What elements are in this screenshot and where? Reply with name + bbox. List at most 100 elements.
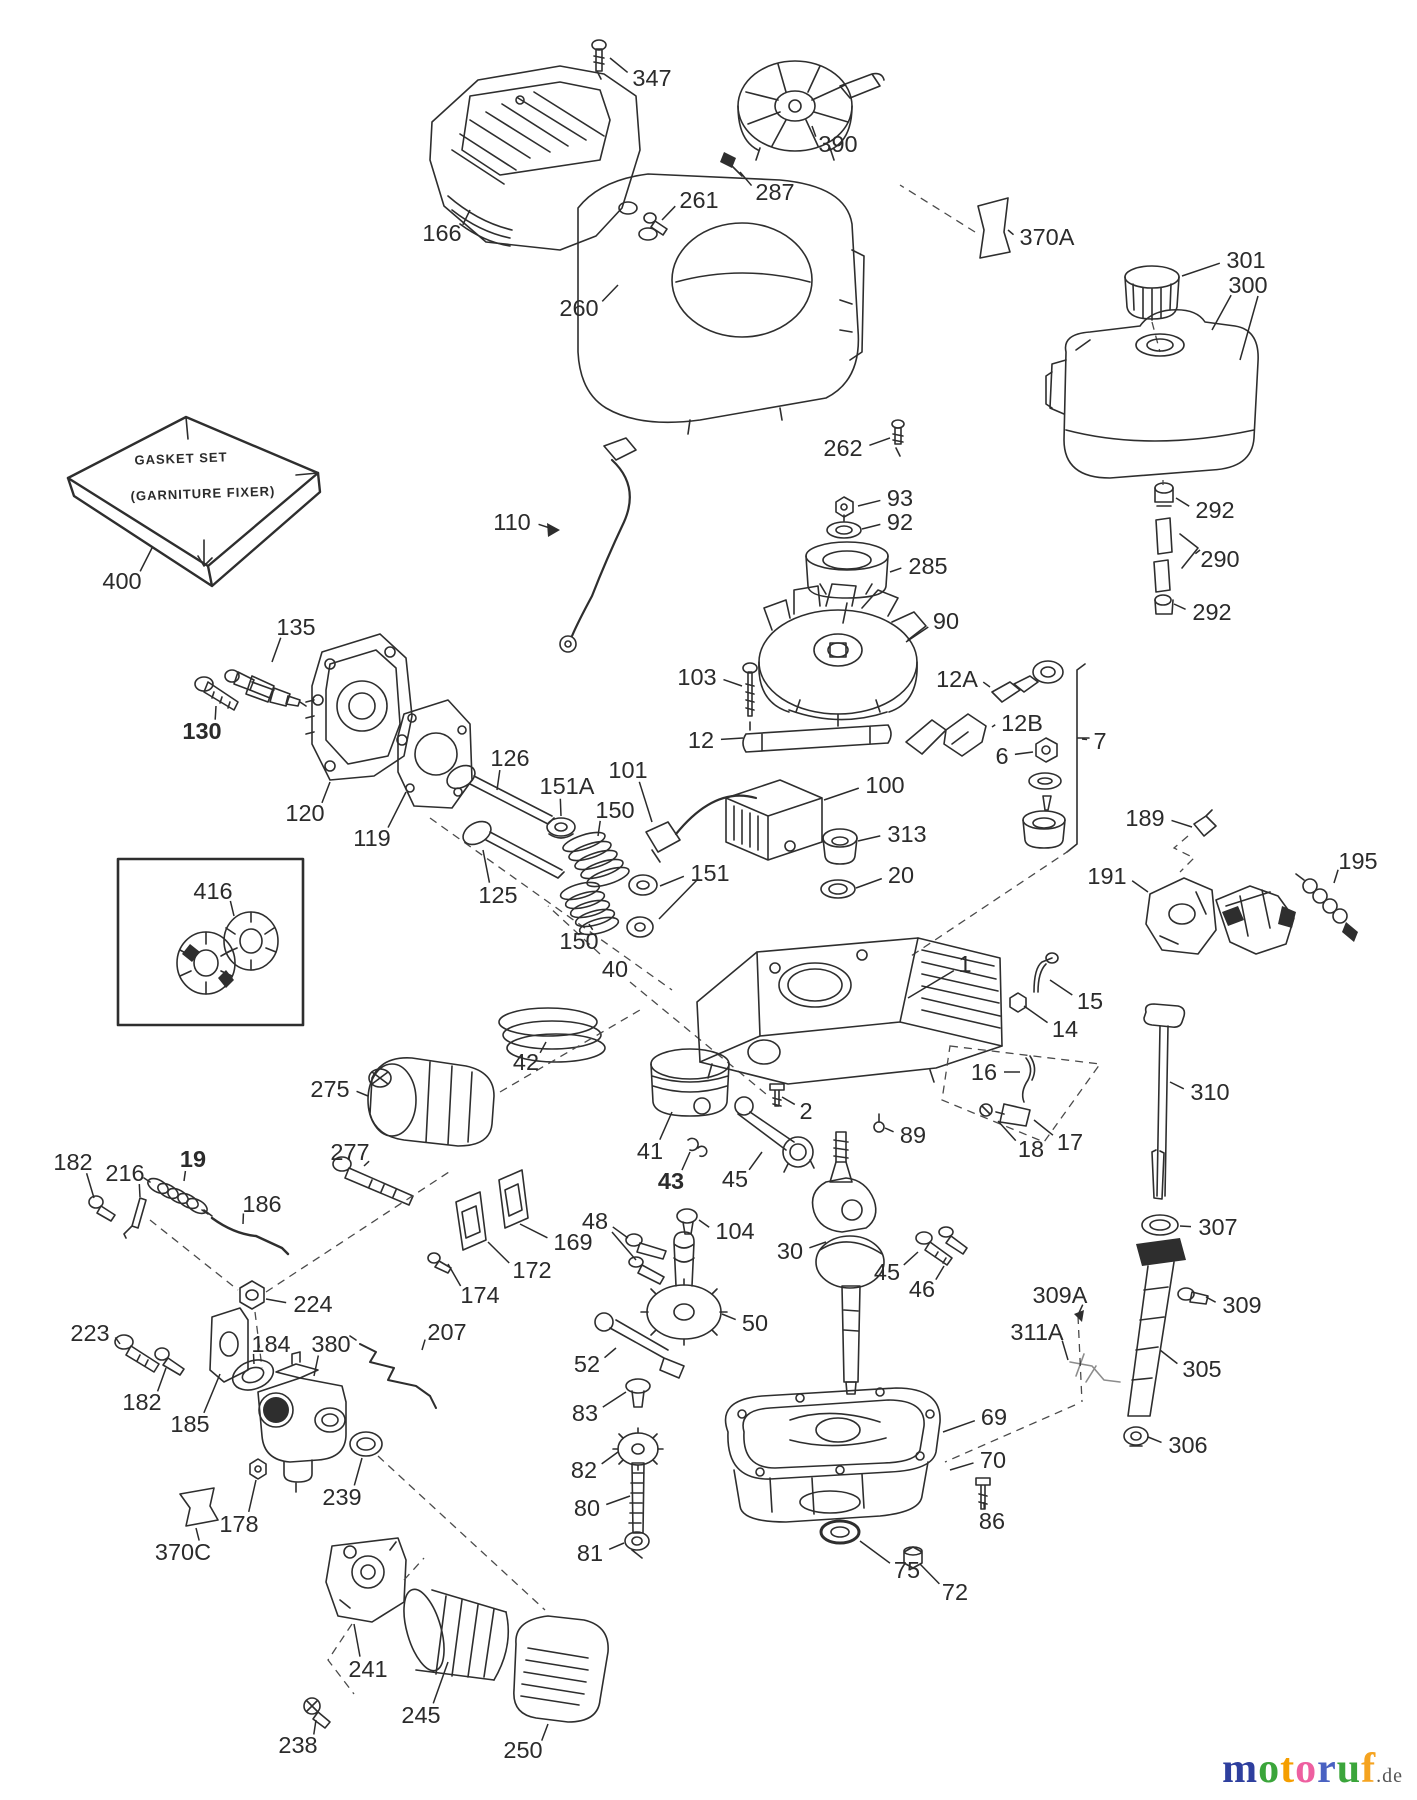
part-label-110: 110 [493, 509, 530, 535]
logo-letter: m [1222, 1746, 1259, 1792]
part-label-261: 261 [679, 187, 718, 213]
part-label-184: 184 [251, 1331, 290, 1357]
part-label-292: 292 [1192, 599, 1231, 625]
part-starter-275 [367, 1057, 495, 1147]
part-label-2: 2 [799, 1098, 812, 1124]
part-label-370A: 370A [1020, 224, 1075, 250]
leader-line-277 [363, 1160, 370, 1167]
part-cover-250 [513, 1615, 609, 1723]
part-tag-370C [179, 1487, 219, 1527]
logo-letter: o [1295, 1746, 1318, 1792]
part-bolt-223 [114, 1334, 160, 1373]
part-link-186 [201, 1209, 290, 1256]
part-label-125: 125 [478, 882, 517, 908]
leader-line-400 [139, 547, 153, 572]
part-label-275: 275 [310, 1076, 349, 1102]
part-label-172: 172 [512, 1257, 551, 1283]
part-label-40: 40 [602, 956, 628, 982]
part-spark-plug-135 [224, 669, 307, 707]
part-head-gasket-119 [397, 699, 473, 809]
leader-line-311A [1061, 1340, 1069, 1361]
part-label-92: 92 [887, 509, 913, 535]
leader-line-120 [321, 781, 331, 804]
part-oil-pan-70 [733, 1412, 929, 1523]
leader-line-306 [1147, 1436, 1162, 1444]
part-plug-wire-101 [645, 794, 758, 863]
leader-line-287 [739, 171, 753, 187]
leader-line-370C [195, 1527, 200, 1541]
part-intake-gaskets [427, 1169, 529, 1274]
leader-line-151 [659, 875, 685, 887]
part-muffler-245 [403, 1588, 510, 1681]
leader-line-82 [601, 1451, 619, 1465]
leader-line-2 [781, 1096, 796, 1106]
part-label-48: 48 [582, 1208, 608, 1234]
part-valve-spring-150-upper [562, 831, 630, 888]
part-nut-306 [1123, 1426, 1149, 1447]
leader-line-70 [949, 1462, 974, 1471]
part-tappet-83 [625, 1378, 651, 1408]
motoruf-logo: motoruf.de [1222, 1748, 1403, 1790]
leader-line-174 [447, 1263, 462, 1287]
part-pin-clips-43 [687, 1137, 708, 1158]
part-label-310: 310 [1190, 1079, 1229, 1105]
part-gasket-184 [231, 1359, 275, 1391]
part-label-305: 305 [1182, 1356, 1221, 1382]
part-label-50: 50 [742, 1310, 768, 1336]
part-label-178: 178 [219, 1511, 258, 1537]
part-label-19: 19 [180, 1146, 206, 1172]
part-starter-cup-285 [805, 496, 889, 624]
part-bolts-45-46 [915, 1226, 968, 1266]
part-oil-seal-75 [819, 1519, 861, 1545]
leader-line-92 [861, 523, 881, 530]
part-nut-178 [249, 1458, 267, 1480]
leader-line-182 [156, 1367, 167, 1392]
part-clip-189 [1193, 809, 1217, 837]
leader-line-370A [1007, 229, 1015, 236]
part-label-250: 250 [503, 1737, 542, 1763]
leader-line-292 [1175, 497, 1190, 507]
leader-line-6 [1014, 751, 1034, 756]
part-label-101: 101 [608, 757, 647, 783]
leader-line-185 [203, 1373, 221, 1414]
leader-line-151A [559, 798, 562, 817]
logo-suffix: .de [1376, 1765, 1403, 1787]
part-label-20: 20 [888, 862, 914, 888]
part-label-119: 119 [353, 825, 390, 851]
leader-line-43 [681, 1151, 691, 1171]
part-plate-241 [325, 1537, 407, 1623]
leader-line-310 [1169, 1081, 1185, 1090]
part-label-186: 186 [242, 1191, 281, 1217]
leader-line-150 [588, 923, 594, 931]
part-label-12A: 12A [936, 666, 978, 692]
leader-line-250 [541, 1723, 549, 1741]
part-governor-link-207 [349, 1335, 437, 1409]
part-recoil-starter-390 [737, 60, 885, 161]
logo-letter: o [1258, 1746, 1281, 1792]
leader-line-14 [1023, 1005, 1048, 1024]
part-label-16: 16 [971, 1059, 997, 1085]
leader-line-17 [1033, 1119, 1054, 1136]
leader-line-101 [638, 781, 653, 823]
part-bracket-191 [1145, 877, 1296, 955]
part-dipstick-310 [1143, 1003, 1186, 1200]
part-label-42: 42 [513, 1049, 539, 1075]
leader-line-103 [723, 678, 743, 687]
part-label-12B: 12B [1001, 710, 1043, 736]
leader-line-309 [1205, 1296, 1216, 1303]
part-label-15: 15 [1077, 988, 1103, 1014]
part-label-43: 43 [658, 1168, 684, 1194]
part-camshaft-50 [640, 1231, 728, 1346]
leader-line-260 [601, 284, 619, 302]
gasket-set-text-line2: (GARNITURE FIXER) [130, 483, 275, 503]
part-shaft-80 [628, 1462, 645, 1534]
part-label-287: 287 [755, 179, 794, 205]
part-label-126: 126 [490, 745, 529, 771]
leader-line-100 [823, 787, 860, 801]
part-valve-spring-150-lower [559, 881, 620, 936]
part-coupler-12B [905, 713, 987, 757]
part-label-46: 46 [909, 1276, 935, 1302]
leader-line-191 [1131, 880, 1149, 893]
leader-line-126 [496, 769, 501, 791]
